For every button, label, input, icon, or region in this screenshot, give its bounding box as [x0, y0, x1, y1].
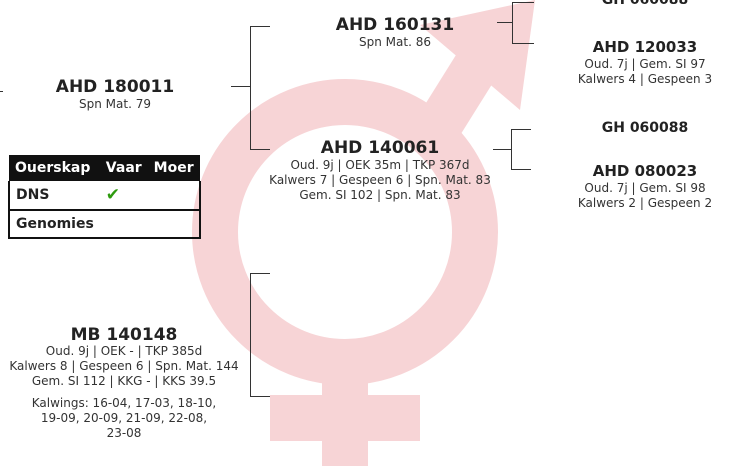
- table-cell: [100, 210, 148, 238]
- node-info: Spn Mat. 86: [320, 35, 470, 50]
- header-vaar: Vaar: [100, 155, 148, 181]
- calving-dates: 19-09, 20-09, 21-09, 22-08,: [0, 411, 248, 426]
- node-info: Kalwers 4 | Gespeen 3: [560, 72, 730, 87]
- calving-dates: 23-08: [0, 426, 248, 441]
- node-name: AHD 160131: [320, 16, 470, 35]
- node-info: Oud. 7j | Gem. SI 97: [560, 57, 730, 72]
- table-row: DNS ✔: [9, 181, 200, 210]
- node-ahd-120033: AHD 120033 Oud. 7j | Gem. SI 97 Kalwers …: [560, 38, 730, 87]
- table-cell: [148, 210, 200, 238]
- node-ahd-080023: AHD 080023 Oud. 7j | Gem. SI 98 Kalwers …: [560, 162, 730, 211]
- row-label: Genomies: [9, 210, 100, 238]
- node-info: Kalwers 7 | Gespeen 6 | Spn. Mat. 83: [255, 173, 505, 188]
- header-moer: Moer: [148, 155, 200, 181]
- node-info: Gem. SI 102 | Spn. Mat. 83: [255, 188, 505, 203]
- row-label: DNS: [9, 181, 100, 210]
- node-ahd-140061: AHD 140061 Oud. 9j | OEK 35m | TKP 367d …: [255, 139, 505, 203]
- check-icon: ✔: [100, 181, 148, 210]
- node-name: AHD 180011: [40, 78, 190, 97]
- node-mb-140148: MB 140148 Oud. 9j | OEK - | TKP 385d Kal…: [0, 327, 248, 441]
- node-ahd-160131: AHD 160131 Spn Mat. 86: [320, 16, 470, 50]
- table-cell: [148, 181, 200, 210]
- header-ouerskap: Ouerskap: [9, 155, 100, 181]
- node-ahd-180011: AHD 180011 Spn Mat. 79: [40, 78, 190, 112]
- node-name: AHD 140061: [255, 139, 505, 158]
- node-info: Oud. 9j | OEK 35m | TKP 367d: [255, 158, 505, 173]
- node-gh-060088-top: GH 060088: [565, 0, 725, 10]
- table-header-row: Ouerskap Vaar Moer: [9, 155, 200, 181]
- node-info: Oud. 9j | OEK - | TKP 385d: [0, 344, 248, 359]
- node-name: AHD 080023: [560, 162, 730, 181]
- parentage-table: Ouerskap Vaar Moer DNS ✔ Genomies: [8, 155, 201, 239]
- edge-connector: [0, 91, 3, 92]
- node-info: Kalwers 2 | Gespeen 2: [560, 196, 730, 211]
- node-name: GH 060088: [565, 0, 725, 10]
- calving-dates: Kalwings: 16-04, 17-03, 18-10,: [0, 396, 248, 411]
- node-name: AHD 120033: [560, 38, 730, 57]
- node-info: Kalwers 8 | Gespeen 6 | Spn. Mat. 144: [0, 359, 248, 374]
- table-row: Genomies: [9, 210, 200, 238]
- node-info: Spn Mat. 79: [40, 97, 190, 112]
- node-gh-060088: GH 060088: [565, 119, 725, 138]
- node-info: Gem. SI 112 | KKG - | KKS 39.5: [0, 374, 248, 389]
- node-name: MB 140148: [0, 327, 248, 344]
- node-name: GH 060088: [565, 119, 725, 138]
- node-info: Oud. 7j | Gem. SI 98: [560, 181, 730, 196]
